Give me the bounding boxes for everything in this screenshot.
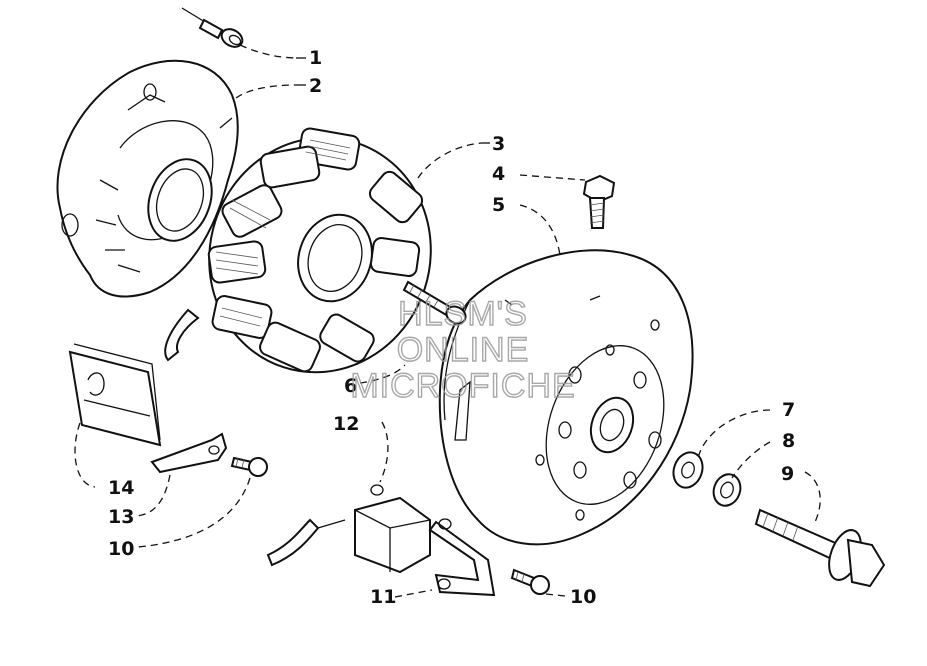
stator-coil-part: [164, 127, 432, 374]
callout-labels: 1 2 3 4 5 6 7 8 9 10 10 11 12 13 14: [108, 47, 795, 608]
bracket-part-13: [150, 432, 228, 474]
callout-7: 7: [782, 399, 795, 421]
callout-10-right: 10: [570, 586, 596, 608]
watermark-line-1: HLSM'S: [398, 295, 528, 333]
leader-lines: [74, 44, 821, 598]
callout-8: 8: [782, 430, 795, 452]
callout-11: 11: [370, 586, 396, 608]
callout-12: 12: [333, 413, 359, 435]
watermark-line-3: MICROFICHE: [350, 367, 575, 405]
lockwasher-part-8: [712, 473, 742, 507]
bracket-part-11: [428, 518, 496, 597]
flange-bolt-part-9: [754, 508, 886, 588]
callout-9: 9: [781, 463, 794, 485]
callout-1: 1: [309, 47, 322, 69]
screw-part-10-left: [230, 456, 268, 477]
callout-14: 14: [108, 477, 134, 499]
callout-4: 4: [492, 163, 505, 185]
watermark-line-2: ONLINE: [397, 331, 530, 369]
callout-5: 5: [492, 194, 505, 216]
flywheel-part: [438, 249, 694, 546]
callout-2: 2: [309, 75, 322, 97]
callout-3: 3: [492, 133, 505, 155]
bolt-part-1: [181, 7, 244, 48]
stator-housing-part: [56, 59, 239, 298]
bolt-part-4: [582, 174, 616, 229]
screw-part-10-right: [510, 568, 550, 595]
ignition-coil-part-12: [266, 484, 431, 574]
screw-part-6: [402, 280, 467, 325]
callout-13: 13: [108, 506, 134, 528]
watermark: HLSM'S ONLINE MICROFICHE: [350, 294, 576, 405]
callout-10-left: 10: [108, 538, 134, 560]
washer-part-7: [672, 451, 704, 489]
callout-6: 6: [344, 375, 357, 397]
pickup-part-14: [68, 343, 162, 447]
